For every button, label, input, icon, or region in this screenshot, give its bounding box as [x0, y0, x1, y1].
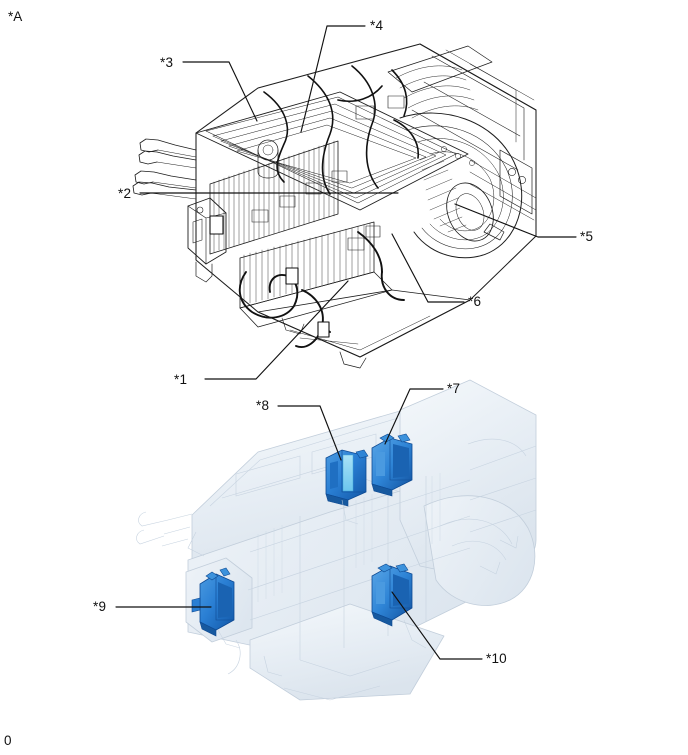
callout-label-2: *2 [118, 186, 132, 201]
callout-label-3: *3 [160, 55, 174, 70]
callout-label-9: *9 [93, 599, 107, 614]
callout-label-10: *10 [486, 651, 507, 666]
callout-label-1: *1 [174, 372, 188, 387]
callout-label-6: *6 [468, 294, 482, 309]
callout-label-7: *7 [447, 381, 461, 396]
callout-label-8: *8 [256, 398, 270, 413]
servo-motor-lower-right-graphic [371, 563, 413, 627]
callout-label-5: *5 [580, 229, 594, 244]
callout-label-4: *4 [370, 18, 384, 33]
corner-mark-top-left: *A [8, 9, 23, 24]
servo-motor-upper-left-graphic [325, 449, 369, 507]
servo-motor-lower-left-graphic [191, 567, 235, 637]
corner-mark-bottom-left: 0 [4, 733, 12, 748]
servo-motor-upper-right-graphic [371, 433, 413, 497]
